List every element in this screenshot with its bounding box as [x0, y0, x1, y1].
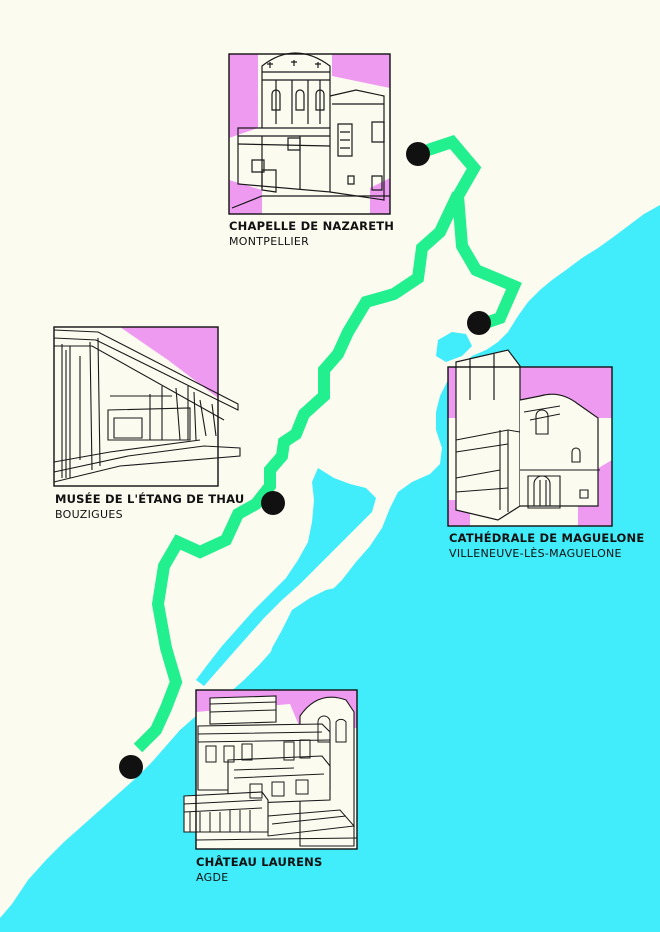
site-name: MUSÉE DE L'ÉTANG DE THAU	[55, 492, 245, 506]
illustration-musee-etang-de-thau	[53, 326, 241, 487]
illustration-chateau-laurens	[183, 689, 358, 850]
site-name: CHAPELLE DE NAZARETH	[229, 219, 395, 233]
caption-musee-etang-de-thau: MUSÉE DE L'ÉTANG DE THAU BOUZIGUES	[55, 492, 244, 522]
site-city: VILLENEUVE-LÈS-MAGUELONE	[449, 546, 622, 560]
lagoon-small	[436, 332, 472, 362]
site-name: CATHÉDRALE DE MAGUELONE	[449, 531, 645, 545]
marker-nazareth[interactable]	[406, 142, 430, 166]
etang-de-thau	[196, 468, 376, 686]
marker-thau[interactable]	[261, 491, 285, 515]
caption-cathedrale-de-maguelone: CATHÉDRALE DE MAGUELONE VILLENEUVE-LÈS-M…	[449, 531, 644, 561]
site-city: MONTPELLIER	[229, 234, 310, 248]
marker-maguelone[interactable]	[467, 311, 491, 335]
etang-inlet	[268, 586, 356, 664]
marker-laurens[interactable]	[119, 755, 143, 779]
site-city: AGDE	[196, 870, 229, 884]
site-city: BOUZIGUES	[55, 507, 123, 521]
caption-chateau-laurens: CHÂTEAU LAURENS AGDE	[196, 855, 323, 885]
illustration-cathedrale-de-maguelone	[447, 349, 613, 527]
site-markers	[119, 142, 491, 779]
illustration-chapelle-de-nazareth	[228, 52, 391, 215]
site-name: CHÂTEAU LAURENS	[196, 855, 323, 869]
route-line	[133, 135, 522, 753]
caption-chapelle-de-nazareth: CHAPELLE DE NAZARETH MONTPELLIER	[229, 219, 394, 249]
